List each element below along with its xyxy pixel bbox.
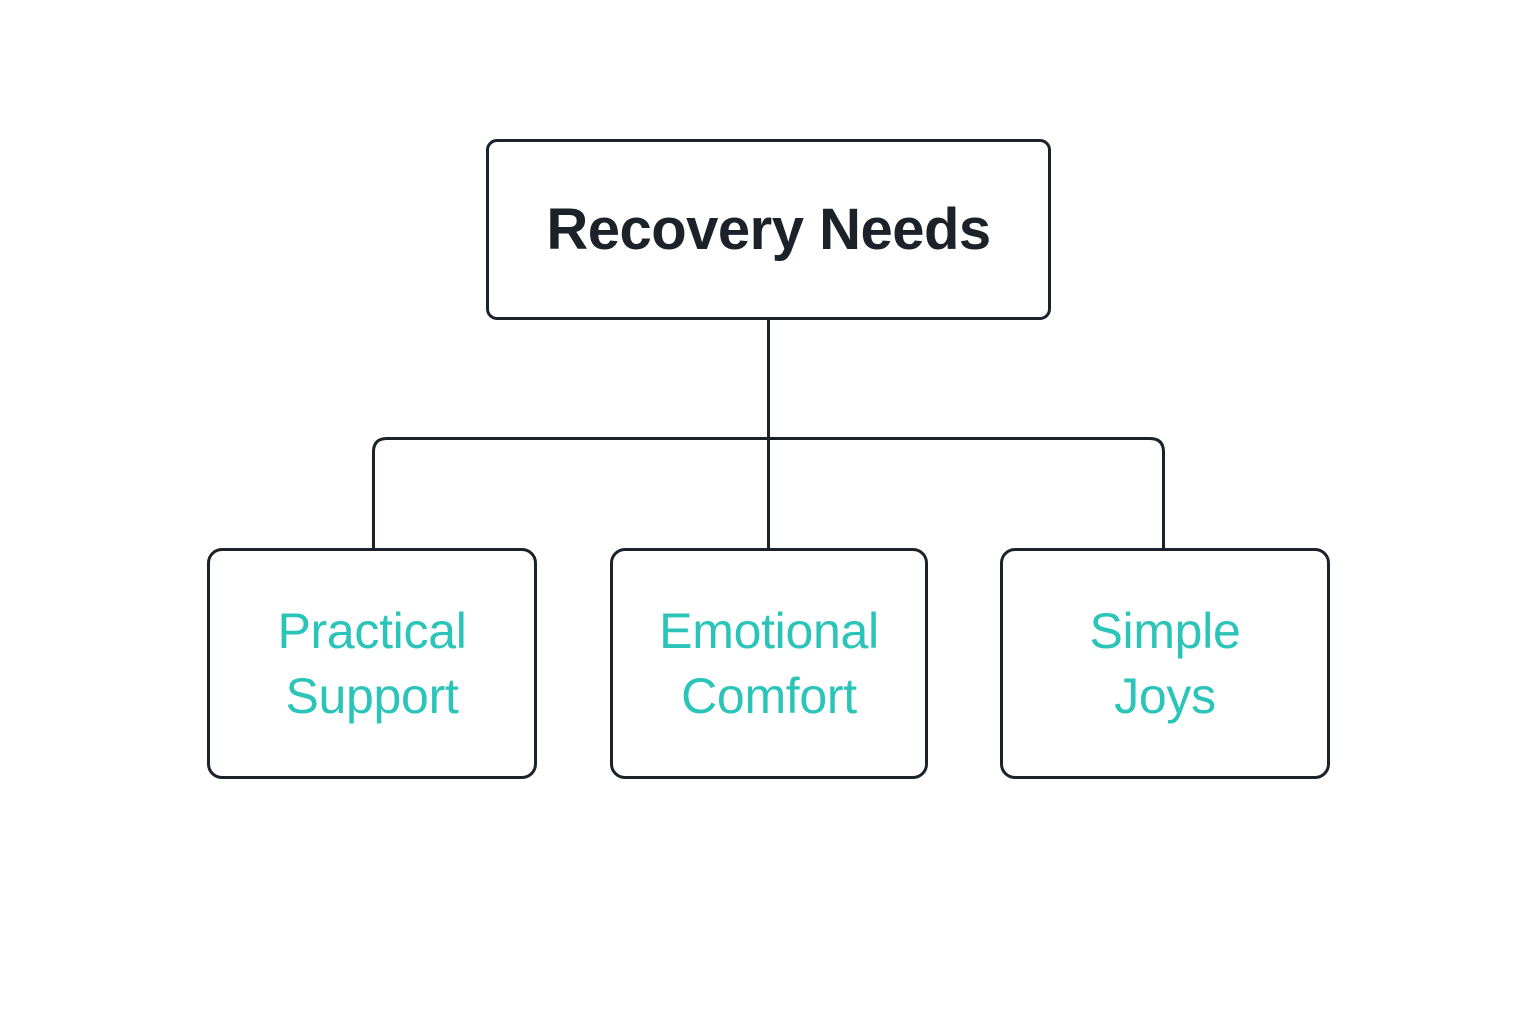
node-root-label: Recovery Needs (546, 196, 991, 262)
node-simple-joys[interactable]: Simple Joys (1000, 548, 1330, 779)
connector-bus-right (768, 437, 1165, 548)
connector-bus-left (372, 437, 769, 548)
node-practical-support-label: Practical Support (277, 602, 467, 724)
node-root[interactable]: Recovery Needs (486, 139, 1051, 320)
node-emotional-comfort-label: Emotional Comfort (659, 602, 879, 724)
node-simple-joys-label: Simple Joys (1089, 602, 1241, 724)
node-practical-support[interactable]: Practical Support (207, 548, 537, 779)
node-emotional-comfort[interactable]: Emotional Comfort (610, 548, 928, 779)
